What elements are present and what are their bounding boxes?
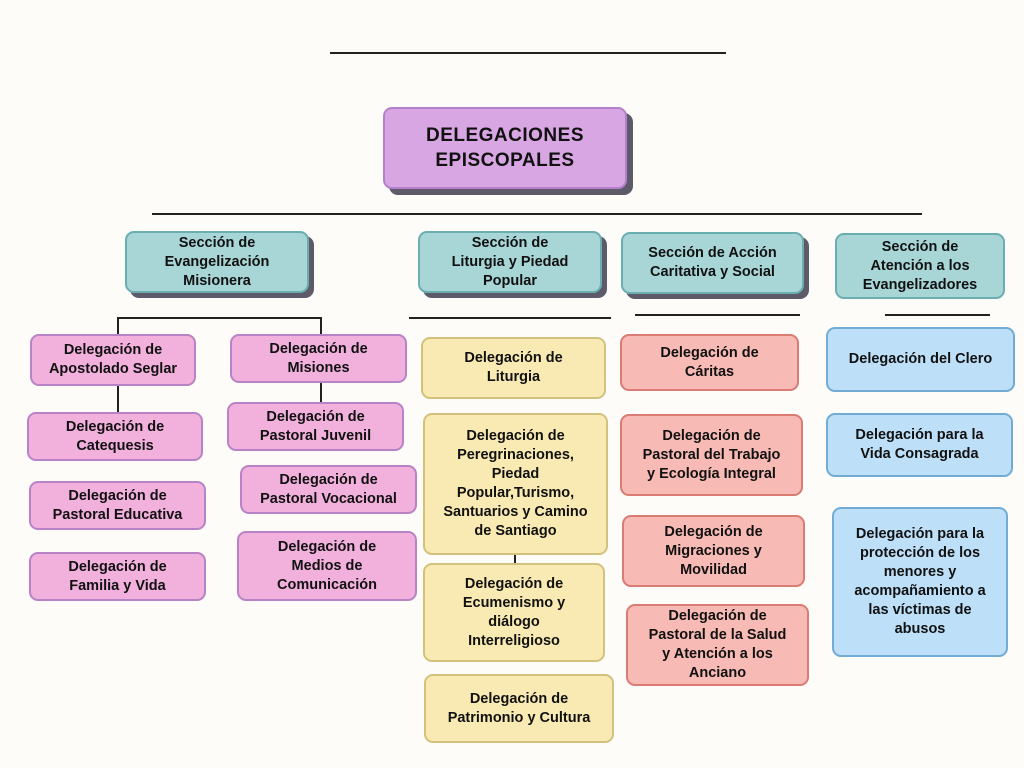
- section-liturgia-piedad-popular: Sección de Liturgia y Piedad Popular: [418, 231, 602, 293]
- delegation-medios-comunicacion: Delegación de Medios de Comunicación: [237, 531, 417, 601]
- delegation-apostolado-seglar: Delegación de Apostolado Seglar: [30, 334, 196, 386]
- title-box: DELEGACIONES EPISCOPALES: [383, 107, 627, 189]
- delegation-ecumenismo: Delegación de Ecumenismo y diálogo Inter…: [423, 563, 605, 662]
- delegation-familia-vida: Delegación de Familia y Vida: [29, 552, 206, 601]
- liturgia-divider: [409, 317, 611, 319]
- delegation-proteccion-menores: Delegación para la protección de los men…: [832, 507, 1008, 657]
- delegation-pastoral-salud: Delegación de Pastoral de la Salud y Ate…: [626, 604, 809, 686]
- top-divider: [330, 52, 726, 54]
- delegation-peregrinaciones: Delegación de Peregrinaciones, Piedad Po…: [423, 413, 608, 555]
- delegation-pastoral-educativa: Delegación de Pastoral Educativa: [29, 481, 206, 530]
- delegation-catequesis: Delegación de Catequesis: [27, 412, 203, 461]
- delegation-patrimonio-cultura: Delegación de Patrimonio y Cultura: [424, 674, 614, 743]
- section-accion-caritativa-social: Sección de Acción Caritativa y Social: [621, 232, 804, 294]
- delegation-pastoral-trabajo: Delegación de Pastoral del Trabajo y Eco…: [620, 414, 803, 496]
- caritativa-divider: [635, 314, 800, 316]
- delegation-caritas: Delegación de Cáritas: [620, 334, 799, 391]
- delegation-clero: Delegación del Clero: [826, 327, 1015, 392]
- section-evangelizacion-misionera: Sección de Evangelización Misionera: [125, 231, 309, 293]
- delegation-misiones: Delegación de Misiones: [230, 334, 407, 383]
- connector-evangelizacion-h: [117, 317, 321, 319]
- delegation-vida-consagrada: Delegación para la Vida Consagrada: [826, 413, 1013, 477]
- evangelizadores-divider: [885, 314, 990, 316]
- section-atencion-evangelizadores: Sección de Atención a los Evangelizadore…: [835, 233, 1005, 299]
- delegation-pastoral-juvenil: Delegación de Pastoral Juvenil: [227, 402, 404, 451]
- delegation-pastoral-vocacional: Delegación de Pastoral Vocacional: [240, 465, 417, 514]
- connector-liturgia: [514, 555, 516, 565]
- delegation-migraciones: Delegación de Migraciones y Movilidad: [622, 515, 805, 587]
- sections-divider: [152, 213, 922, 215]
- delegation-liturgia: Delegación de Liturgia: [421, 337, 606, 399]
